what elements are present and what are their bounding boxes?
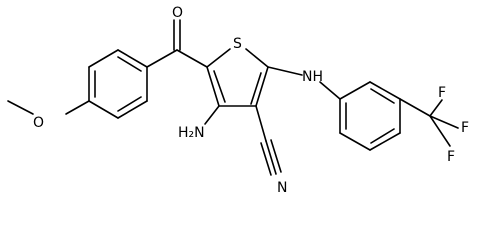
bond-methoxy-o-to-methyl (7, 100, 34, 115)
bond-carbonyl-to-aryl (146, 49, 178, 68)
bond-nitrile-triple-b (260, 142, 272, 176)
bond-c5-to-nh (267, 66, 303, 76)
bond-cf3-f3 (429, 115, 451, 147)
bond-c3-to-amino (204, 105, 220, 125)
bond-ring1-b (88, 49, 119, 68)
atom-nitrile-n: N (277, 180, 287, 196)
bond-ring2-d-inner (370, 128, 395, 144)
bond-ring2-d (369, 132, 401, 151)
bond-nh-to-aryl (319, 81, 341, 100)
bond-ring2-b-inner (370, 88, 395, 104)
bond-nitrile-triple-c (270, 139, 282, 173)
atom-fluorine-3: F (447, 149, 455, 165)
bond-cf3-f1 (429, 99, 443, 117)
atom-fluorine-2: F (461, 120, 469, 136)
bond-nitrile-triple-a (265, 140, 277, 175)
bond-ring1-e-inner (117, 96, 142, 112)
atom-amine-nh: NH (302, 69, 323, 85)
atom-fluorine-1: F (438, 85, 446, 101)
atom-oxygen-carbonyl: O (172, 5, 183, 21)
bond-ring1-a (117, 49, 148, 68)
bond-ring1-d (88, 100, 119, 119)
structure-svg: O S NH H₂N N O F F F (7, 5, 469, 196)
bond-thiophene-c3-c2 (206, 66, 220, 107)
molecule-diagram: O S NH H₂N N O F F F (7, 5, 469, 196)
bond-ring1-e (117, 100, 148, 119)
atom-sulfur: S (233, 36, 242, 52)
bond-c4-to-nitrile-c (255, 105, 267, 142)
bond-ring1-a-inner (117, 56, 142, 72)
bond-ring2-a (339, 81, 371, 100)
atom-labels: O S NH H₂N N O F F F (33, 5, 469, 196)
bond-thiophene-c3-c2-inner (213, 70, 226, 103)
bond-ring2-e (339, 132, 371, 151)
bond-carbonyl-to-thiophene (176, 49, 208, 68)
bond-thiophene-c5-c4-inner (250, 72, 262, 105)
atom-methoxy-o: O (33, 115, 44, 131)
bonds (7, 19, 459, 176)
bond-ring2-b (369, 81, 401, 100)
bond-aryl-to-cf3 (399, 98, 431, 117)
bond-cf3-f2 (429, 115, 459, 129)
atom-amino-h2n: H₂N (178, 125, 205, 141)
bond-thiophene-c5-c4 (255, 66, 269, 107)
bond-thiophene-c2-s (206, 48, 231, 68)
bond-aryl-to-methoxy-o (65, 100, 90, 115)
bond-thiophene-s-c5 (245, 48, 269, 68)
